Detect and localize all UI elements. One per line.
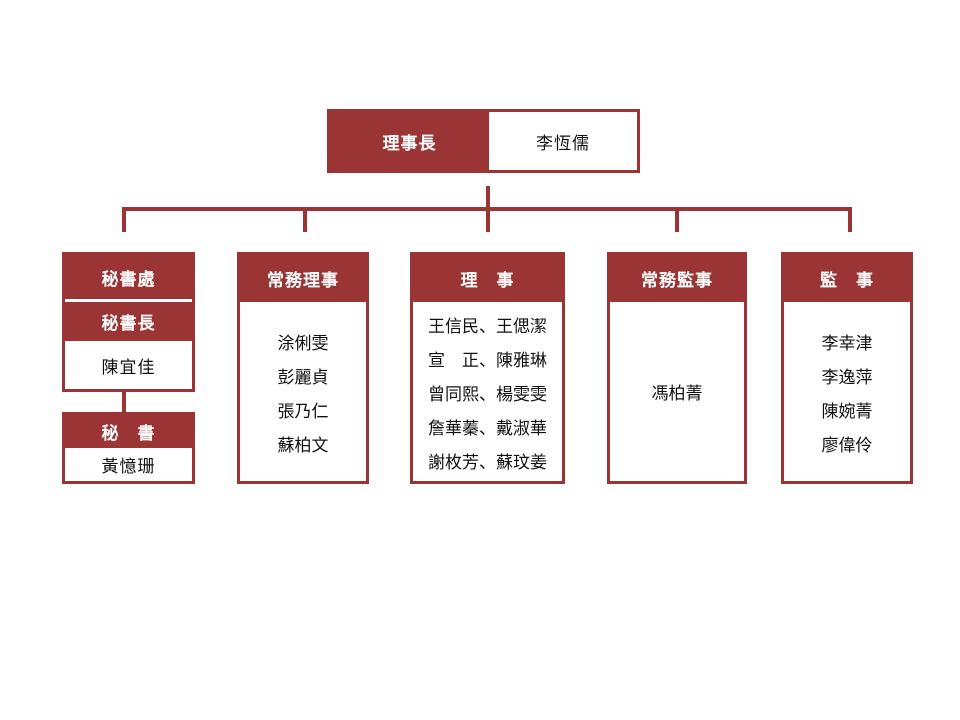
secretary-box: 秘 書 黃憶珊 xyxy=(62,412,195,484)
connector-trunk xyxy=(486,186,490,210)
member-name: 涂俐雯 xyxy=(277,334,329,354)
connector-drop-executive-directors xyxy=(303,207,307,232)
member-name: 彭麗貞 xyxy=(277,368,329,388)
directors-box: 理 事 王信民、王偲潔 宣 正、陳雅琳 曾同熙、楊雯雯 詹華蓁、戴淑華 謝枚芳、… xyxy=(410,252,565,484)
supervisors-box: 監 事 李幸津 李逸萍 陳婉菁 廖偉伶 xyxy=(781,252,913,484)
member-name: 馮柏菁 xyxy=(651,384,703,404)
member-name: 陳婉菁 xyxy=(821,402,873,422)
supervisors-title: 監 事 xyxy=(784,255,910,302)
member-row: 王信民、王偲潔 xyxy=(428,317,547,337)
executive-directors-list: 涂俐雯 彭麗貞 張乃仁 蘇柏文 xyxy=(240,327,366,463)
member-name: 李幸津 xyxy=(821,334,873,354)
executive-directors-box: 常務理事 涂俐雯 彭麗貞 張乃仁 蘇柏文 xyxy=(237,252,369,484)
member-name: 李逸萍 xyxy=(821,368,873,388)
directors-list: 王信民、王偲潔 宣 正、陳雅琳 曾同熙、楊雯雯 詹華蓁、戴淑華 謝枚芳、蘇玟姜 xyxy=(413,310,562,480)
connector-drop-supervisors xyxy=(848,207,852,232)
member-name: 蘇柏文 xyxy=(277,436,329,456)
executive-directors-title: 常務理事 xyxy=(240,255,366,302)
directors-title: 理 事 xyxy=(413,255,562,302)
secretariat-box: 秘書處 秘書長 陳宜佳 xyxy=(62,252,195,392)
connector-drop-executive-supervisor xyxy=(675,207,679,232)
chairman-name: 李恆儒 xyxy=(536,133,590,154)
member-row: 宣 正、陳雅琳 xyxy=(428,351,547,371)
secretary-general-name: 陳宜佳 xyxy=(101,357,156,378)
member-row: 謝枚芳、蘇玟姜 xyxy=(428,453,547,473)
executive-supervisor-title: 常務監事 xyxy=(610,255,744,302)
secretary-name: 黃憶珊 xyxy=(101,457,156,477)
secretariat-divider xyxy=(65,299,192,302)
member-name: 廖偉伶 xyxy=(821,436,873,456)
secretary-title: 秘 書 xyxy=(65,415,192,448)
connector-drop-secretariat xyxy=(122,207,126,232)
member-name: 張乃仁 xyxy=(277,402,329,422)
executive-supervisor-list: 馮柏菁 xyxy=(610,377,744,411)
member-row: 曾同熙、楊雯雯 xyxy=(428,385,547,405)
secretariat-title: 秘書處 xyxy=(65,255,192,299)
chairman-title: 理事長 xyxy=(330,112,489,170)
chairman-box: 理事長 李恆儒 xyxy=(327,109,640,173)
connector-secretary xyxy=(122,390,126,414)
supervisors-list: 李幸津 李逸萍 陳婉菁 廖偉伶 xyxy=(784,327,910,463)
member-row: 詹華蓁、戴淑華 xyxy=(428,419,547,439)
connector-drop-directors xyxy=(486,207,490,232)
secretary-general-title: 秘書長 xyxy=(65,302,192,341)
executive-supervisor-box: 常務監事 馮柏菁 xyxy=(607,252,747,484)
